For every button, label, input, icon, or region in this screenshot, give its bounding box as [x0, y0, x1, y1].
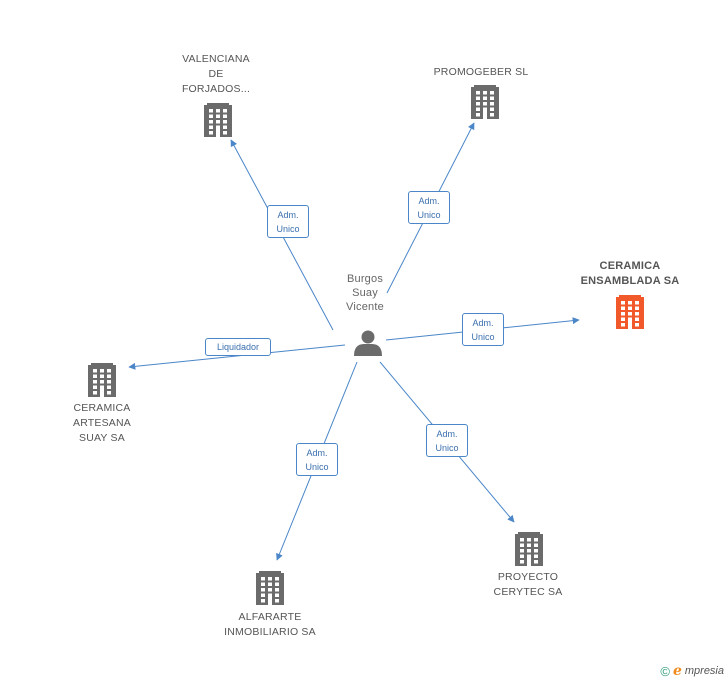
- person-name-label[interactable]: Burgos Suay Vicente: [346, 273, 384, 313]
- role-badge-promogeber: Adm. Unico: [408, 190, 450, 224]
- brand-logo-initial: e: [672, 663, 682, 679]
- company-label-promogeber[interactable]: PROMOGEBER SL: [433, 66, 529, 78]
- building-icon[interactable]: [256, 571, 284, 605]
- building-icon[interactable]: [88, 363, 116, 397]
- role-badge-proyecto-cerytec: Adm. Unico: [426, 423, 468, 457]
- role-badge-ceramica-ensamblada: Adm. Unico: [462, 312, 504, 346]
- role-badge-valenciana: Adm. Unico: [267, 204, 309, 238]
- company-label-valenciana[interactable]: VALENCIANA DE FORJADOS...: [181, 53, 251, 95]
- copyright-icon: ©: [660, 663, 670, 679]
- edge-ceramica-artesana: [128, 344, 346, 370]
- company-label-ceramica-ensamblada[interactable]: CERAMICA ENSAMBLADA SA: [580, 260, 680, 287]
- company-label-ceramica-artesana[interactable]: CERAMICA ARTESANA SUAY SA: [72, 402, 131, 444]
- building-icon[interactable]: [616, 295, 644, 329]
- building-icon[interactable]: [515, 532, 543, 566]
- company-label-proyecto-cerytec[interactable]: PROYECTO CERYTEC SA: [493, 571, 563, 598]
- role-badge-alfararte: Adm. Unico: [296, 442, 338, 476]
- company-label-alfararte[interactable]: ALFARARTE INMOBILIARIO SA: [224, 611, 316, 638]
- building-icon[interactable]: [204, 103, 232, 137]
- building-icon[interactable]: [471, 85, 499, 119]
- role-badge-ceramica-artesana: Liquidador: [205, 338, 271, 356]
- person-icon[interactable]: [354, 330, 382, 357]
- brand-name: mpresia: [684, 665, 724, 677]
